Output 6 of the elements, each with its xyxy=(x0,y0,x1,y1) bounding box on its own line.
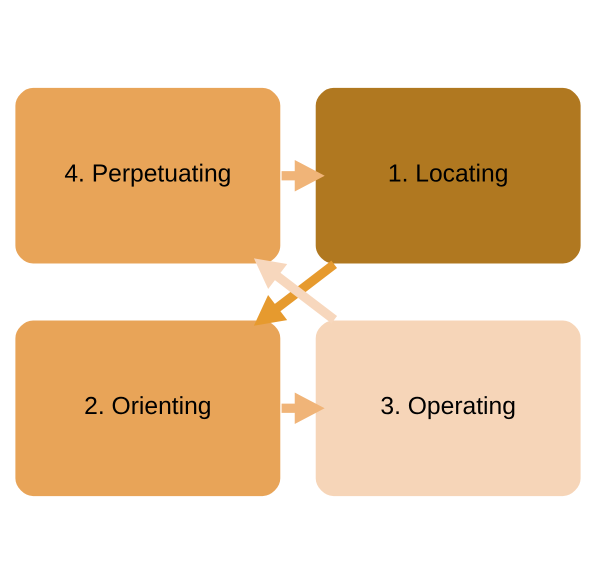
node-box: 2. Orienting xyxy=(14,318,282,498)
node-box: 3. Operating xyxy=(314,318,582,498)
node-box: 1. Locating xyxy=(314,86,582,265)
arrow xyxy=(282,392,325,424)
node-box: 4. Perpetuating xyxy=(14,86,282,265)
arrow xyxy=(282,160,325,191)
